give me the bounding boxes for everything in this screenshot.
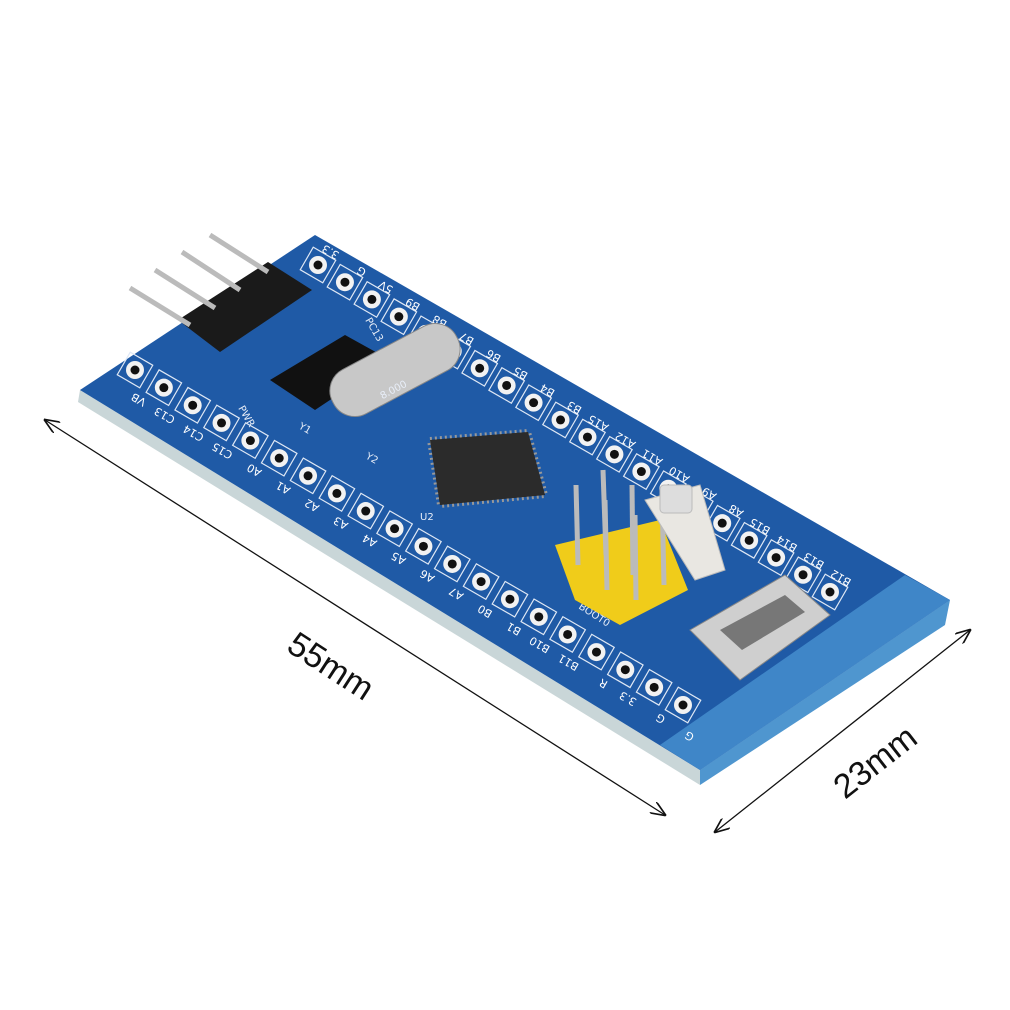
- pin-pad-outline: [703, 504, 741, 542]
- pin-label: B3: [565, 398, 584, 417]
- pin-hole: [502, 380, 512, 390]
- pin-pad-outline: [380, 298, 418, 336]
- pin-hole: [332, 488, 342, 498]
- pin-hole: [188, 400, 198, 410]
- pin-hole: [245, 436, 255, 446]
- pin-pad-outline: [461, 349, 499, 387]
- length-dimension-line: [45, 420, 665, 815]
- mcu-chip: [426, 428, 549, 509]
- width-dimension-line: [715, 630, 970, 832]
- pin-pad-outline: [730, 521, 768, 559]
- pin-label: B9: [403, 295, 422, 314]
- pin-hole: [529, 398, 539, 408]
- pin-hole: [678, 700, 688, 710]
- pin-pad-outline: [299, 246, 337, 284]
- pin-hole: [274, 453, 284, 463]
- pin-hole: [534, 612, 544, 622]
- pin-hole: [303, 471, 313, 481]
- pin-hole: [505, 594, 515, 604]
- pin-hole: [340, 277, 350, 287]
- pin-pad-outline: [326, 263, 364, 301]
- pin-pad-outline: [353, 280, 391, 318]
- pin-hole: [582, 432, 592, 442]
- pin-label: 5V: [376, 277, 395, 296]
- u2-label: U2: [420, 512, 434, 523]
- pin-hole: [361, 506, 371, 516]
- pin-pad-outline: [515, 384, 553, 422]
- pin-label: A9: [700, 484, 719, 503]
- pin-hole: [130, 365, 140, 375]
- pin-hole: [313, 260, 323, 270]
- pin-pad-outline: [757, 539, 795, 577]
- pin-hole: [447, 559, 457, 569]
- pin-hole: [217, 418, 227, 428]
- pin-hole: [591, 647, 601, 657]
- pin-hole: [390, 524, 400, 534]
- voltage-regulator: [270, 335, 390, 410]
- pin-hole: [771, 553, 781, 563]
- pin-hole: [563, 629, 573, 639]
- pin-hole: [620, 665, 630, 675]
- pin-hole: [649, 682, 659, 692]
- pin-hole: [744, 535, 754, 545]
- pin-label: B6: [484, 346, 503, 365]
- pin-hole: [476, 577, 486, 587]
- pin-pad-outline: [116, 351, 154, 389]
- pin-hole: [394, 312, 404, 322]
- swd-header: [128, 232, 312, 352]
- length-label: 55mm: [281, 625, 381, 708]
- pin-pad-outline: [664, 686, 702, 724]
- pin-pad-outline: [174, 386, 212, 424]
- pin-hole: [367, 294, 377, 304]
- pin-hole: [825, 587, 835, 597]
- pin-hole: [798, 570, 808, 580]
- pin-pad-outline: [811, 573, 849, 611]
- pin-pad-outline: [145, 369, 183, 407]
- pin-hole: [475, 363, 485, 373]
- pin-hole: [609, 449, 619, 459]
- pin-hole: [636, 467, 646, 477]
- pin-hole: [556, 415, 566, 425]
- pin-pad-outline: [488, 366, 526, 405]
- pin-label: B4: [538, 381, 557, 400]
- pin-label: B5: [511, 364, 530, 383]
- pin-hole: [159, 383, 169, 393]
- pin-hole: [418, 541, 428, 551]
- pin-hole: [717, 518, 727, 528]
- pin-label: A8: [727, 501, 746, 520]
- pin-label: B7: [457, 329, 476, 348]
